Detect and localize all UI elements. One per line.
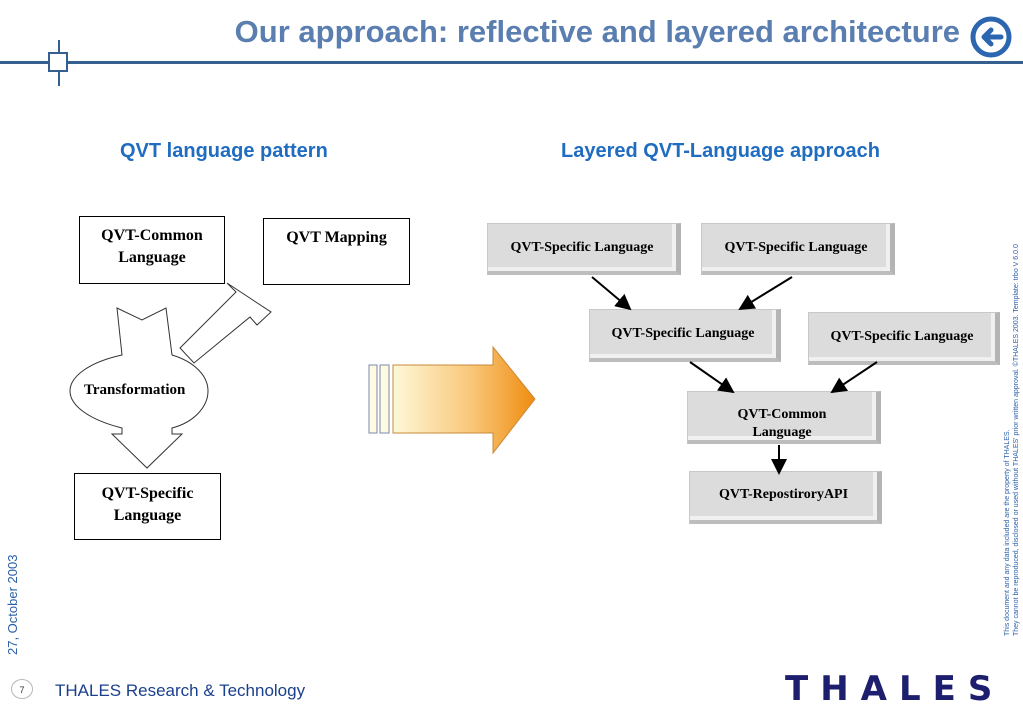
layer-box-top-right: QVT-Specific Language — [701, 223, 895, 275]
page-number: 7 — [11, 679, 33, 699]
connector-middle-left — [689, 361, 735, 394]
layer-connectors — [591, 276, 878, 475]
qvt-mapping-box: QVT Mapping — [263, 218, 410, 285]
back-button[interactable] — [970, 16, 1012, 58]
transformation-label: Transformation — [84, 382, 186, 398]
right-heading: Layered QVT-Language approach — [561, 140, 880, 162]
layer-box-middle-right: QVT-Specific Language — [808, 312, 1000, 365]
connector-top-right — [738, 276, 793, 311]
layer-box-common: QVT-Common Language — [687, 391, 881, 444]
qvt-common-language-box: QVT-Common Language — [79, 216, 225, 284]
back-arrow-icon — [970, 16, 1012, 58]
legal-note-line1: This document and any data included are … — [1004, 429, 1011, 637]
layer-box-api: QVT-RepostiroryAPI — [689, 471, 882, 524]
layer-box-top-left: QVT-Specific Language — [487, 223, 681, 275]
header-square-marker — [48, 52, 68, 72]
thales-logo: THALES — [785, 669, 1005, 709]
qvt-specific-language-box: QVT-Specific Language — [74, 473, 221, 540]
transformation-shape — [69, 307, 209, 469]
mapping-block-arrow — [179, 282, 272, 364]
footer-company: THALES Research & Technology — [55, 681, 306, 700]
connector-middle-right — [830, 361, 878, 394]
date-label: 27, October 2003 — [5, 554, 20, 655]
left-heading: QVT language pattern — [120, 140, 328, 162]
slide-title: Our approach: reflective and layered arc… — [234, 14, 960, 49]
header-rule — [0, 61, 1023, 64]
transition-arrow — [368, 345, 536, 455]
connector-top-left — [591, 276, 632, 311]
legal-note-line2: They cannot be reproduced, disclosed or … — [1013, 244, 1020, 636]
left-diagram-shapes — [69, 282, 272, 469]
layer-box-middle-left: QVT-Specific Language — [589, 309, 781, 362]
